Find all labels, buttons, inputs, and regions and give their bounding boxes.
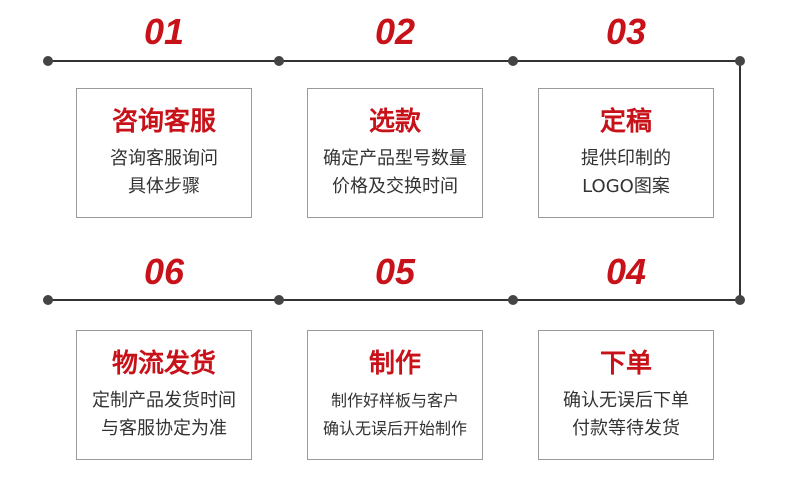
timeline-node <box>274 56 284 66</box>
step-title: 选款 <box>368 107 421 137</box>
timeline-node <box>43 295 53 305</box>
step-description-line: 确认无误后开始制作 <box>322 419 467 438</box>
step-title: 制作 <box>368 349 421 379</box>
step-description-line: LOGO图案 <box>582 176 670 197</box>
timeline-node <box>508 295 518 305</box>
step-card-05: 制作 制作好样板与客户 确认无误后开始制作 <box>307 330 483 460</box>
step-title: 定稿 <box>599 107 652 137</box>
step-number-04: 04 <box>605 251 647 292</box>
step-description-line: 定制产品发货时间 <box>92 390 236 411</box>
step-description-line: 确定产品型号数量 <box>323 148 467 169</box>
step-description-line: 价格及交换时间 <box>332 176 458 197</box>
timeline-node <box>735 56 745 66</box>
step-description-line: 与客服协定为准 <box>101 418 227 439</box>
step-description-line: 咨询客服询问 <box>110 148 218 169</box>
step-number-05: 05 <box>374 251 416 292</box>
step-title: 咨询客服 <box>111 107 216 137</box>
timeline-node <box>508 56 518 66</box>
step-title: 下单 <box>599 349 652 379</box>
step-description-line: 提供印制的 <box>581 148 671 169</box>
step-card-04: 下单 确认无误后下单 付款等待发货 <box>538 330 714 460</box>
timeline-line <box>48 60 741 301</box>
timeline-node <box>43 56 53 66</box>
timeline-node <box>274 295 284 305</box>
step-number-03: 03 <box>605 11 647 52</box>
step-title: 物流发货 <box>111 349 216 379</box>
timeline-node <box>735 295 745 305</box>
step-description-line: 付款等待发货 <box>572 418 680 439</box>
step-description-line: 确认无误后下单 <box>563 390 689 411</box>
step-description-line: 制作好样板与客户 <box>330 391 459 410</box>
step-number-06: 06 <box>143 251 185 292</box>
step-number-01: 01 <box>143 11 185 52</box>
step-number-02: 02 <box>374 11 416 52</box>
step-card-01: 咨询客服 咨询客服询问 具体步骤 <box>76 88 252 218</box>
step-card-06: 物流发货 定制产品发货时间 与客服协定为准 <box>76 330 252 460</box>
step-card-02: 选款 确定产品型号数量 价格及交换时间 <box>307 88 483 218</box>
step-card-03: 定稿 提供印制的 LOGO图案 <box>538 88 714 218</box>
step-description-line: 具体步骤 <box>128 176 200 197</box>
